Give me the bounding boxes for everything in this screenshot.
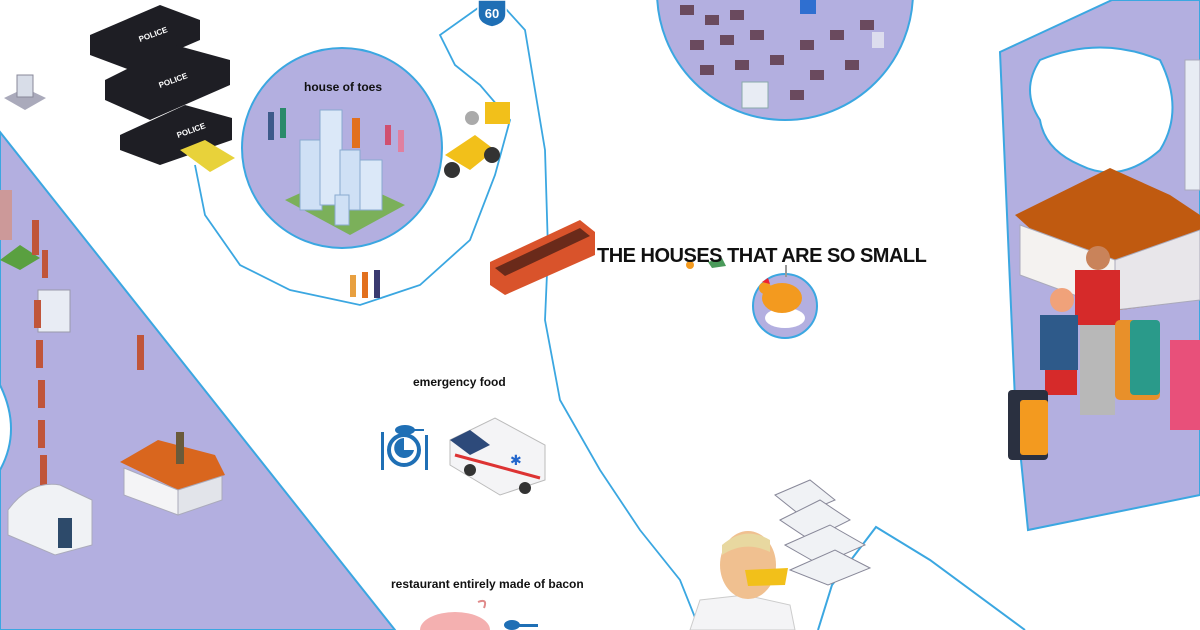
region-left[interactable] [0, 130, 397, 630]
scooter-delivery-icon [444, 102, 510, 178]
police-car-icon: POLICE POLICE POLICE [90, 5, 235, 172]
hangar-icon [7, 483, 93, 556]
bus-icon [490, 220, 595, 295]
city-block-icon [680, 0, 884, 109]
label-house-of-toes[interactable]: house of toes [304, 80, 383, 94]
tower-icon [4, 74, 46, 110]
svg-text:60: 60 [485, 6, 499, 21]
scientist-icon [689, 531, 796, 630]
ambulance-icon: ✱ [449, 417, 546, 496]
label-houses-so-small[interactable]: THE HOUSES THAT ARE SO SMALL [597, 245, 927, 267]
pig-icon [420, 599, 490, 630]
chicken-icon [686, 258, 805, 328]
yachts-icon [774, 479, 872, 586]
label-emergency-food[interactable]: emergency food [413, 375, 506, 389]
region-bottom-right[interactable] [817, 525, 1026, 630]
road-sign-60: 60 [477, 0, 507, 28]
plate-cutlery-icon [381, 425, 428, 470]
city-towers-icon [285, 109, 405, 235]
people-icon [268, 108, 404, 298]
tourist-family-icon [1008, 246, 1200, 460]
svg-text:✱: ✱ [510, 453, 522, 469]
routes [194, 7, 701, 630]
house-icon [120, 432, 225, 516]
firefighter-icon [32, 220, 144, 485]
spoon-icon [504, 620, 538, 630]
tower-icon [0, 190, 71, 333]
label-bacon-restaurant[interactable]: restaurant entirely made of bacon [391, 577, 584, 591]
region-top-center[interactable] [656, 0, 914, 121]
